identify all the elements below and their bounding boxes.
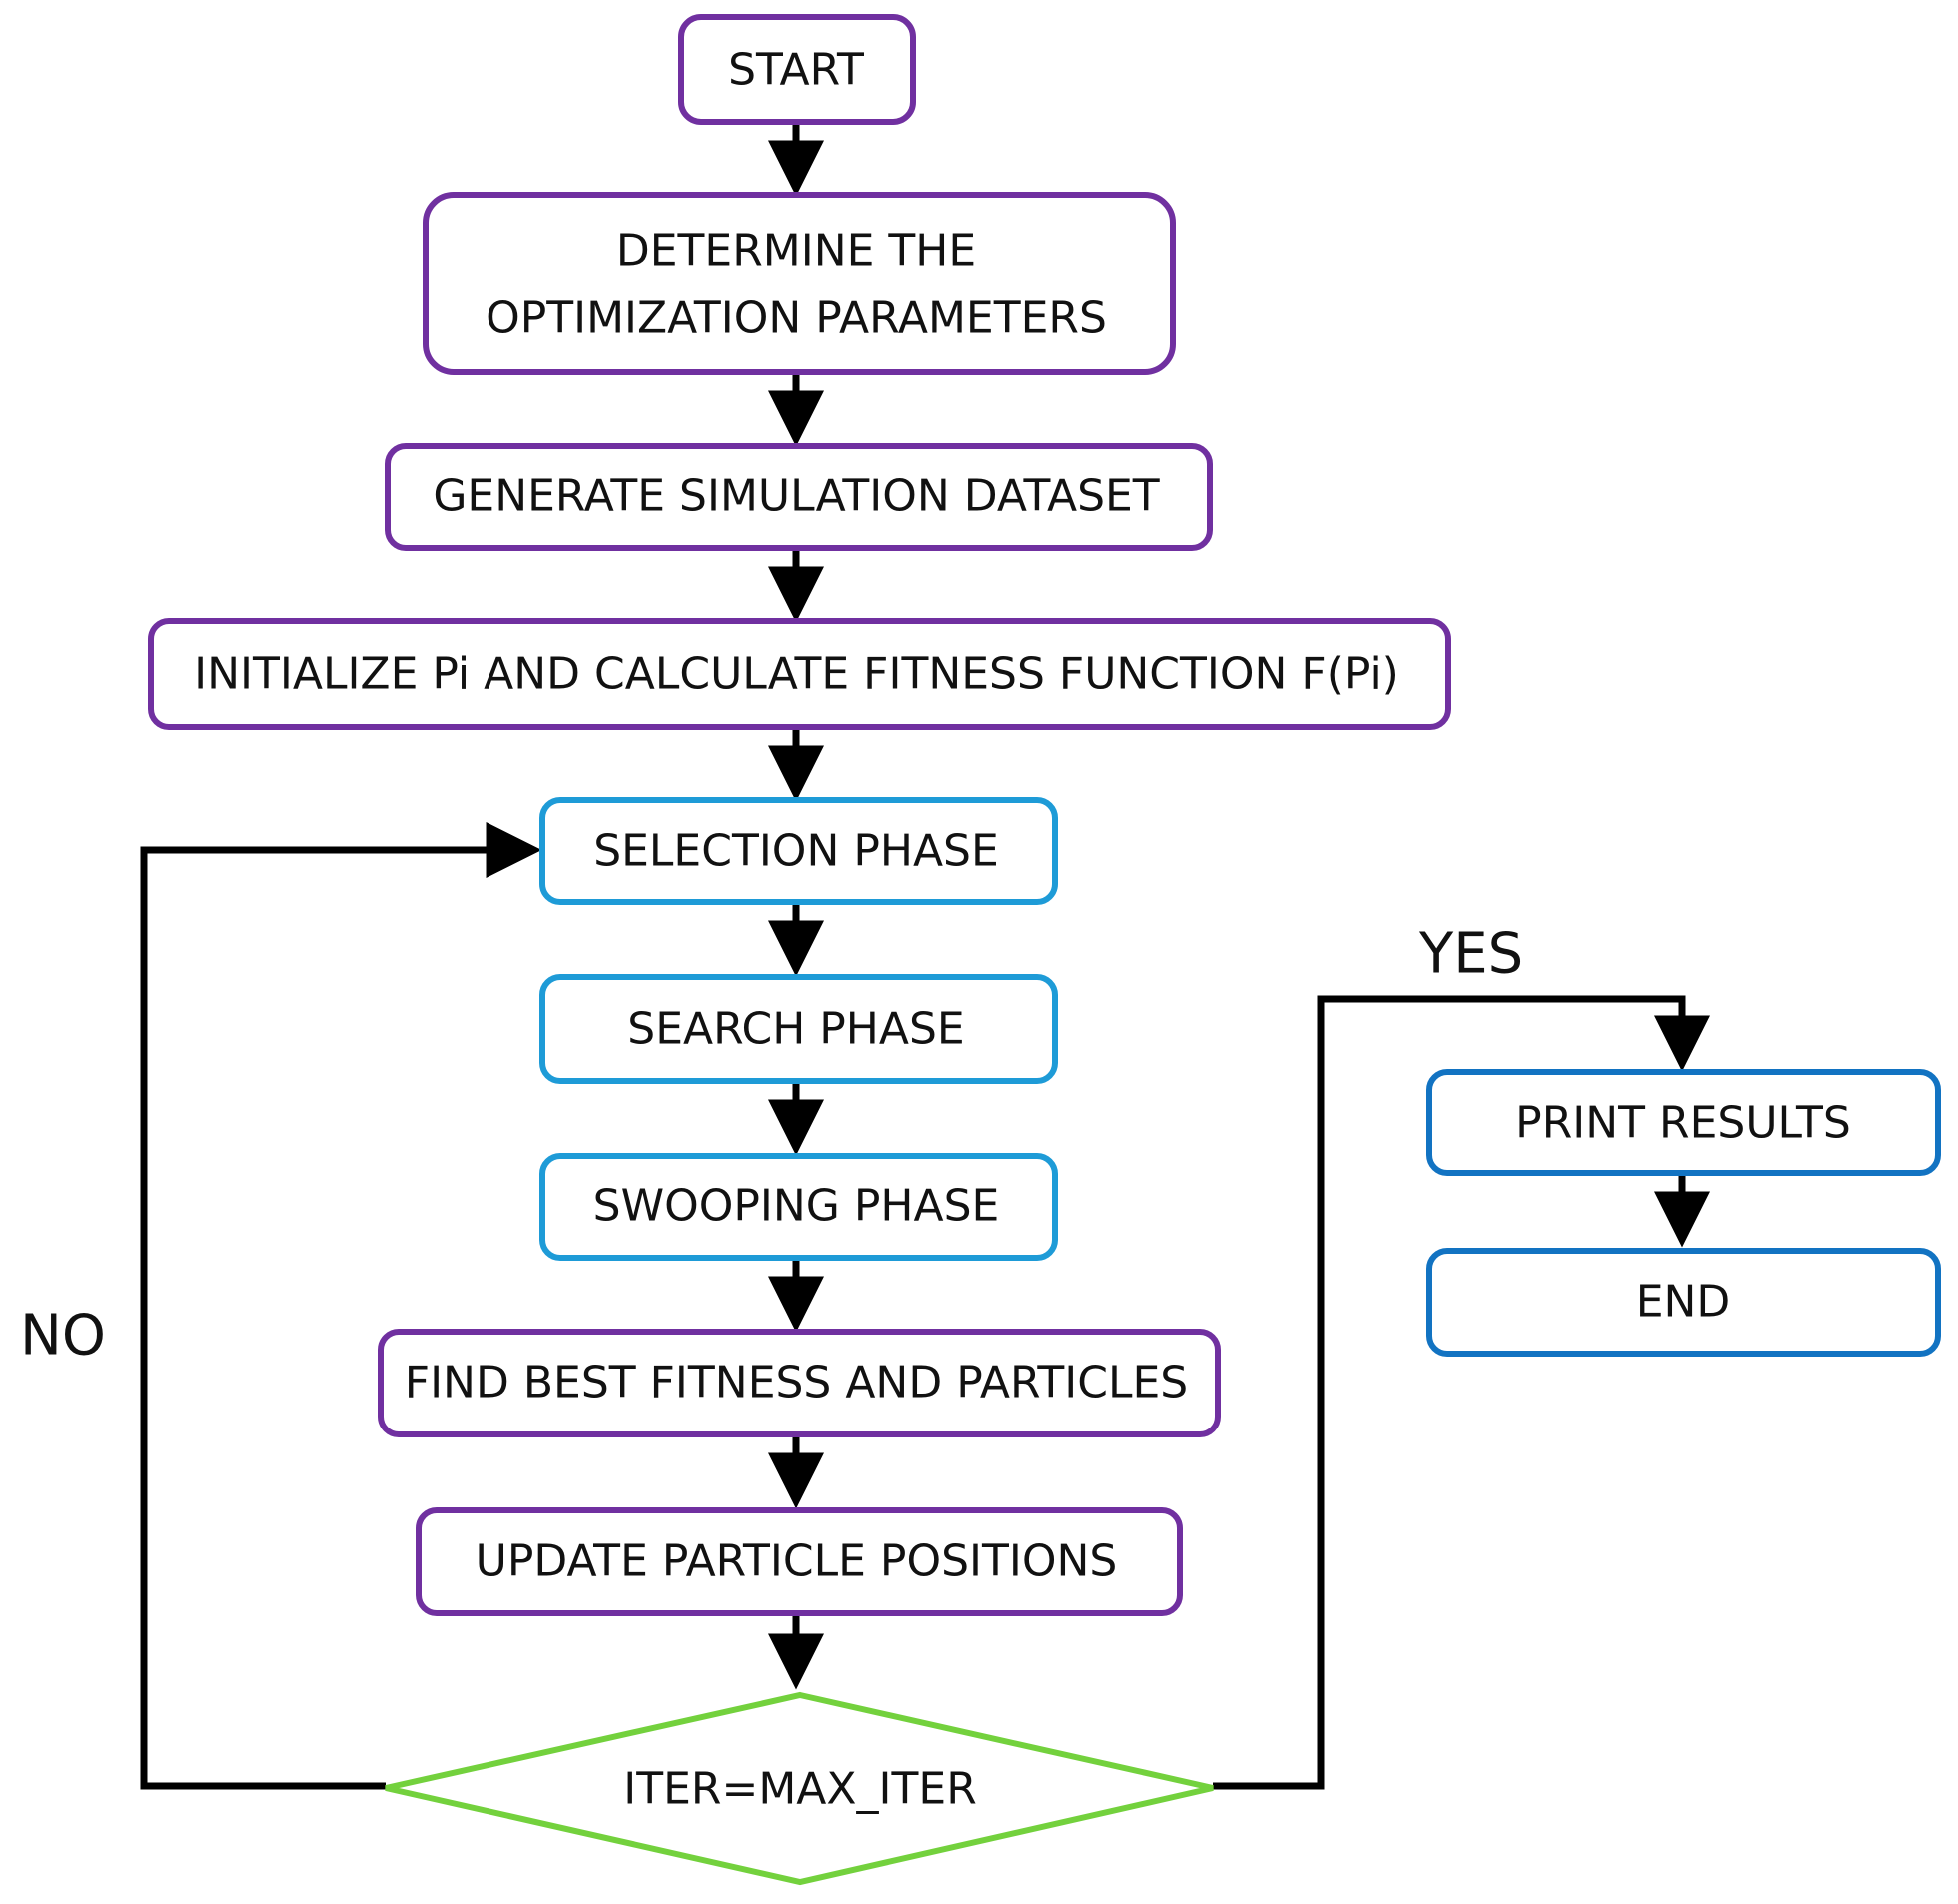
node-determine: DETERMINE THE OPTIMIZATION PARAMETERS (423, 192, 1176, 375)
node-selection: SELECTION PHASE (539, 797, 1058, 905)
edge-label-yes: YES (1418, 922, 1523, 987)
arrow-no-loop (140, 822, 542, 1790)
node-update-label: UPDATE PARTICLE POSITIONS (476, 1536, 1118, 1587)
node-determine-label-line2: OPTIMIZATION PARAMETERS (486, 293, 1107, 344)
node-decision-label: ITER=MAX_ITER (623, 1764, 977, 1815)
edge-label-no: NO (20, 1304, 106, 1369)
node-selection-label: SELECTION PHASE (593, 826, 999, 877)
node-swooping: SWOOPING PHASE (539, 1153, 1058, 1261)
node-initialize: INITIALIZE Pi AND CALCULATE FITNESS FUNC… (148, 618, 1451, 730)
node-generate: GENERATE SIMULATION DATASET (385, 443, 1213, 551)
node-print-results-label: PRINT RESULTS (1515, 1098, 1851, 1149)
node-end-label: END (1636, 1277, 1731, 1328)
node-swooping-label: SWOOPING PHASE (593, 1181, 1000, 1232)
node-generate-label: GENERATE SIMULATION DATASET (433, 472, 1159, 522)
node-update: UPDATE PARTICLE POSITIONS (416, 1507, 1183, 1616)
node-decision: ITER=MAX_ITER (385, 1691, 1214, 1886)
node-find-best: FIND BEST FITNESS AND PARTICLES (378, 1329, 1221, 1437)
node-search: SEARCH PHASE (539, 974, 1058, 1084)
node-end: END (1426, 1248, 1941, 1357)
arrow-yes-path (1213, 995, 1710, 1790)
node-initialize-label: INITIALIZE Pi AND CALCULATE FITNESS FUNC… (194, 649, 1399, 700)
node-print-results: PRINT RESULTS (1426, 1069, 1941, 1176)
node-search-label: SEARCH PHASE (627, 1004, 964, 1055)
node-determine-label-line1: DETERMINE THE (616, 226, 976, 277)
node-start: START (678, 14, 916, 125)
node-start-label: START (728, 45, 864, 96)
node-find-best-label: FIND BEST FITNESS AND PARTICLES (405, 1358, 1188, 1409)
connectors (140, 124, 1710, 1790)
